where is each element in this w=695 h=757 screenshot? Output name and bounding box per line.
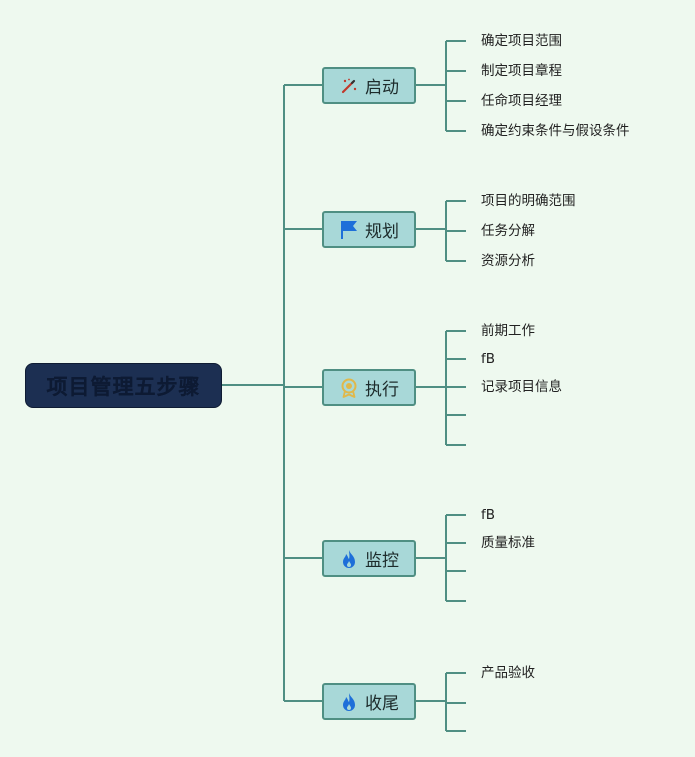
branch-label: 监控 (365, 551, 399, 571)
branch-label: 启动 (365, 78, 399, 98)
branch-node-monitor[interactable]: 监控 (322, 540, 416, 577)
leaf-item[interactable]: 制定项目章程 (481, 63, 562, 79)
leaf-item[interactable]: fB (481, 507, 496, 523)
root-label: 项目管理五步骤 (46, 374, 201, 399)
root-node[interactable]: 项目管理五步骤 (25, 363, 222, 408)
branch-node-plan[interactable]: 规划 (322, 211, 416, 248)
leaf-item[interactable]: fB (481, 351, 496, 367)
flame-icon (339, 549, 359, 569)
leaf-item[interactable]: 项目的明确范围 (481, 193, 576, 209)
leaf-item[interactable]: 确定约束条件与假设条件 (481, 123, 630, 139)
leaf-item[interactable]: 资源分析 (481, 253, 535, 269)
leaf-item[interactable]: 任命项目经理 (481, 93, 562, 109)
leaf-item[interactable]: 质量标准 (481, 535, 535, 551)
flame-icon (339, 692, 359, 712)
leaf-item[interactable]: 产品验收 (481, 665, 535, 681)
branch-node-close[interactable]: 收尾 (322, 683, 416, 720)
branch-label: 规划 (365, 222, 399, 242)
leaf-item[interactable]: 任务分解 (481, 223, 535, 239)
leaf-item[interactable]: 确定项目范围 (481, 33, 562, 49)
branch-node-execute[interactable]: 执行 (322, 369, 416, 406)
award-medal-icon (339, 378, 359, 398)
branch-label: 执行 (365, 380, 399, 400)
magic-wand-icon (339, 76, 359, 96)
branch-node-start[interactable]: 启动 (322, 67, 416, 104)
leaf-item[interactable]: 记录项目信息 (481, 379, 562, 395)
branch-label: 收尾 (365, 694, 399, 714)
flag-icon (339, 220, 359, 240)
leaf-item[interactable]: 前期工作 (481, 323, 535, 339)
